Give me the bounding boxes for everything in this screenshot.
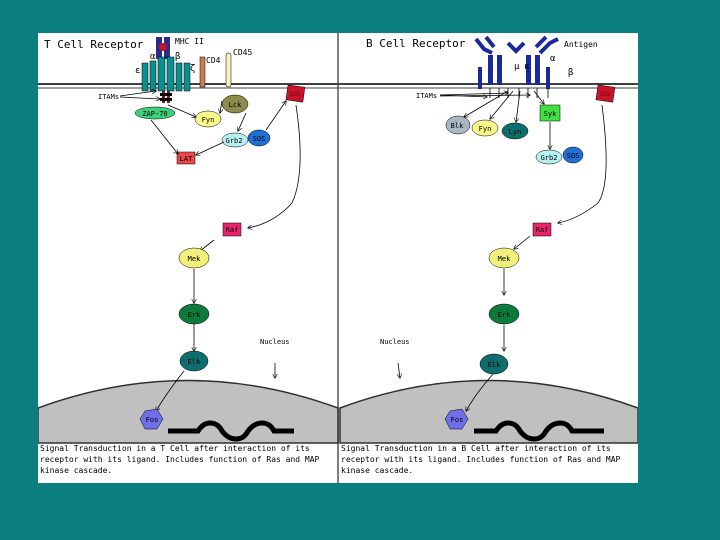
beta-label: β: [175, 52, 180, 62]
lck-label: Lck: [229, 101, 242, 109]
syk-label: Syk: [544, 110, 557, 118]
antigen-label: Antigen: [564, 40, 598, 49]
mek-node-left: [178, 247, 210, 269]
tcr-complex: [141, 56, 191, 103]
mek-node-right: [488, 247, 520, 269]
right-title: B Cell Receptor: [366, 37, 466, 50]
nucleus-label-left: Nucleus: [260, 338, 290, 346]
grb2-label-right: Grb2: [541, 154, 558, 162]
diagram-svg: T Cell Receptor MHC II α: [37, 33, 639, 483]
blk-label: Blk: [451, 122, 464, 130]
raf-node-right: [532, 222, 552, 237]
mu-label: μ: [514, 62, 520, 72]
caption-left: Signal Transduction in a T Cell after in…: [40, 444, 320, 475]
epsilon-label: ε: [135, 66, 140, 76]
caption-right: Signal Transduction in a B Cell after in…: [341, 444, 621, 475]
sos-label-right: SOS: [567, 152, 580, 160]
elk-label-right: Elk: [488, 361, 501, 369]
fyn-node-left: [194, 110, 222, 128]
sos-red-label-right: SOS: [600, 91, 611, 98]
elk-node-right: [479, 353, 509, 375]
fos-label-left: Fos: [146, 416, 159, 424]
zeta-label: ζ: [190, 64, 195, 74]
dna-right: [474, 420, 604, 442]
itam-arrows-left: [119, 91, 160, 99]
itam-label-right: ITAMs: [416, 92, 437, 100]
raf-node-left: [222, 222, 242, 237]
erk-label-right: Erk: [498, 311, 511, 319]
zap70-node: [134, 106, 176, 120]
sos-red-right: [595, 84, 616, 103]
raf-label-right: Raf: [536, 226, 549, 234]
sos-node-right: [562, 146, 584, 164]
cd4-molecule: [199, 56, 206, 88]
bcr-complex: [474, 35, 559, 89]
lyn-label: Lyn: [509, 128, 522, 136]
dna-left: [168, 420, 294, 442]
itam-label-left: ITAMs: [98, 93, 119, 101]
syk-node: [539, 104, 561, 122]
beta-label-right: β: [568, 68, 573, 78]
sos-red-left: [285, 84, 306, 103]
mek-label-left: Mek: [188, 255, 201, 263]
alpha-label-right: α: [550, 54, 556, 64]
cd45-label: CD45: [233, 48, 252, 57]
sos-label-left: SOS: [253, 135, 266, 143]
fyn-node-right: [471, 119, 499, 137]
lat-node: [176, 151, 196, 165]
nucleus-label-right: Nucleus: [380, 338, 410, 346]
fos-node-left: [139, 408, 164, 430]
grb2-node-right: [535, 149, 563, 165]
itam-arrows-right: [439, 93, 530, 97]
fyn-label-right: Fyn: [479, 125, 492, 133]
cd4-label: CD4: [206, 56, 221, 65]
lyn-node: [501, 122, 529, 140]
nucleus-left: [37, 379, 339, 444]
fos-node-right: [444, 408, 469, 430]
kappa-label: κ: [524, 62, 530, 72]
alpha-label: α: [150, 52, 156, 62]
cd45-molecule: [225, 52, 232, 88]
erk-label-left: Erk: [188, 311, 201, 319]
sos-node-left: [247, 129, 271, 147]
left-arrows: [150, 101, 301, 411]
sos-red-label-left: SOS: [290, 91, 301, 98]
grb2-label-left: Grb2: [226, 137, 243, 145]
mhc-complex: [156, 37, 170, 59]
erk-node-left: [178, 303, 210, 325]
left-title: T Cell Receptor: [44, 38, 144, 51]
lck-node: [221, 94, 249, 114]
elk-label-left: Elk: [188, 358, 201, 366]
zap70-label: ZAP-70: [142, 110, 167, 118]
grb2-node-left: [221, 132, 249, 148]
raf-label-left: Raf: [226, 226, 239, 234]
fos-label-right: Fos: [451, 416, 464, 424]
elk-node-left: [179, 350, 209, 372]
mek-label-right: Mek: [498, 255, 511, 263]
right-arrows: [398, 90, 607, 411]
mhc-label: MHC II: [175, 37, 204, 46]
nucleus-right: [339, 379, 639, 444]
lat-label: LAT: [180, 155, 193, 163]
signal-transduction-figure: T Cell Receptor MHC II α: [37, 33, 639, 483]
blk-node: [445, 115, 471, 135]
fyn-label-left: Fyn: [202, 116, 215, 124]
erk-node-right: [488, 303, 520, 325]
